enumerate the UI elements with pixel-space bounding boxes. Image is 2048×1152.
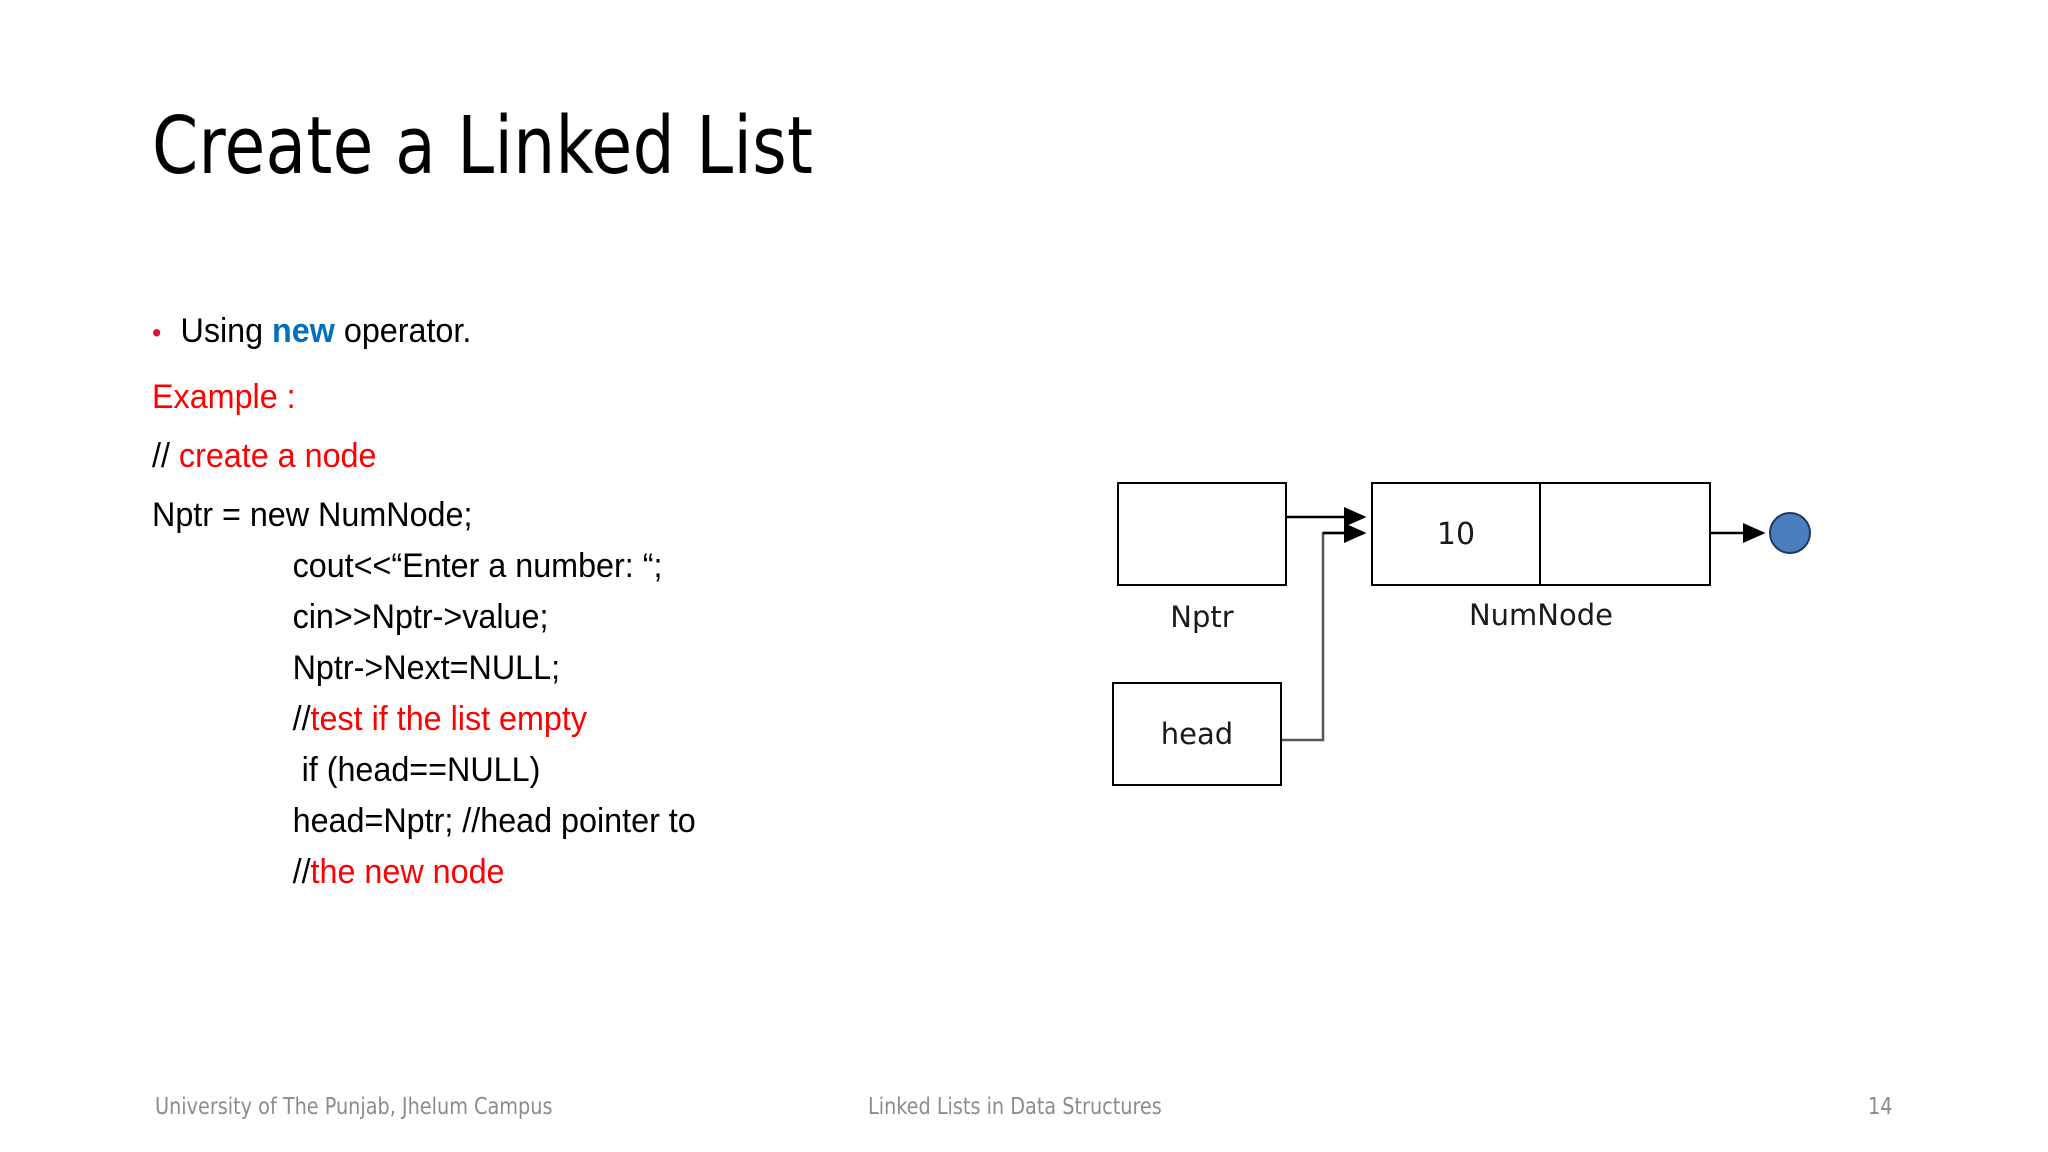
statement-new-numnode: Nptr = new NumNode; xyxy=(152,496,473,534)
bullet-text-before: Using xyxy=(180,312,273,350)
page-title: Create a Linked List xyxy=(152,100,814,192)
comment-slashes: // xyxy=(292,853,311,891)
head-box-label: head xyxy=(1160,717,1234,751)
numnode-next-cell xyxy=(1541,484,1709,584)
numnode-caption: NumNode xyxy=(1468,598,1613,632)
spacer xyxy=(152,482,992,490)
bullet-text-after: operator. xyxy=(334,312,472,350)
comment-slashes: // xyxy=(292,700,311,738)
code-line-cin: cin>>Nptr->value; xyxy=(292,598,549,636)
footer-institution: University of The Punjab, Jhelum Campus xyxy=(155,1094,553,1120)
code-line-head-assign: head=Nptr; //head pointer to xyxy=(292,802,696,840)
diagram-connectors xyxy=(1282,507,1766,742)
footer-page-number: 14 xyxy=(1868,1094,1893,1120)
bullet-marker-icon: • xyxy=(152,317,162,348)
numnode-box: 10 xyxy=(1371,482,1711,586)
comment-create-text: create a node xyxy=(178,437,377,475)
nptr-caption: Nptr xyxy=(1170,600,1234,634)
spacer xyxy=(152,423,992,431)
numnode-value-cell: 10 xyxy=(1373,484,1541,584)
keyword-new: new xyxy=(272,312,335,350)
connector-head-elbow xyxy=(1282,531,1364,742)
code-line-comment-test-empty: //test if the list empty xyxy=(152,694,950,745)
comment-new-node-text: the new node xyxy=(310,853,505,891)
bullet-item-using-new: • Using new operator. xyxy=(152,300,950,364)
slide-body: • Using new operator. Example : // creat… xyxy=(152,300,992,898)
footer-topic: Linked Lists in Data Structures xyxy=(868,1094,1162,1120)
code-line-comment-new-node: //the new node xyxy=(152,847,950,898)
bullet-text: Using new operator. xyxy=(181,300,472,362)
comment-create-a-node: // create a node xyxy=(152,431,950,482)
code-line-cout: cout<<“Enter a number: “; xyxy=(292,547,663,585)
numnode-value: 10 xyxy=(1436,516,1476,552)
spacer xyxy=(152,364,992,372)
comment-slashes: // xyxy=(152,437,179,475)
linked-list-diagram: Nptr head 10 NumNode xyxy=(1080,450,1880,870)
nptr-pointer-box xyxy=(1117,482,1287,586)
comment-test-text: test if the list empty xyxy=(310,700,588,738)
code-line-if-head-null: if (head==NULL) xyxy=(292,751,541,789)
head-pointer-box: head xyxy=(1112,682,1282,786)
null-pointer-circle-icon xyxy=(1769,512,1811,554)
code-line-next-null: Nptr->Next=NULL; xyxy=(292,649,561,687)
example-label: Example : xyxy=(152,378,296,416)
